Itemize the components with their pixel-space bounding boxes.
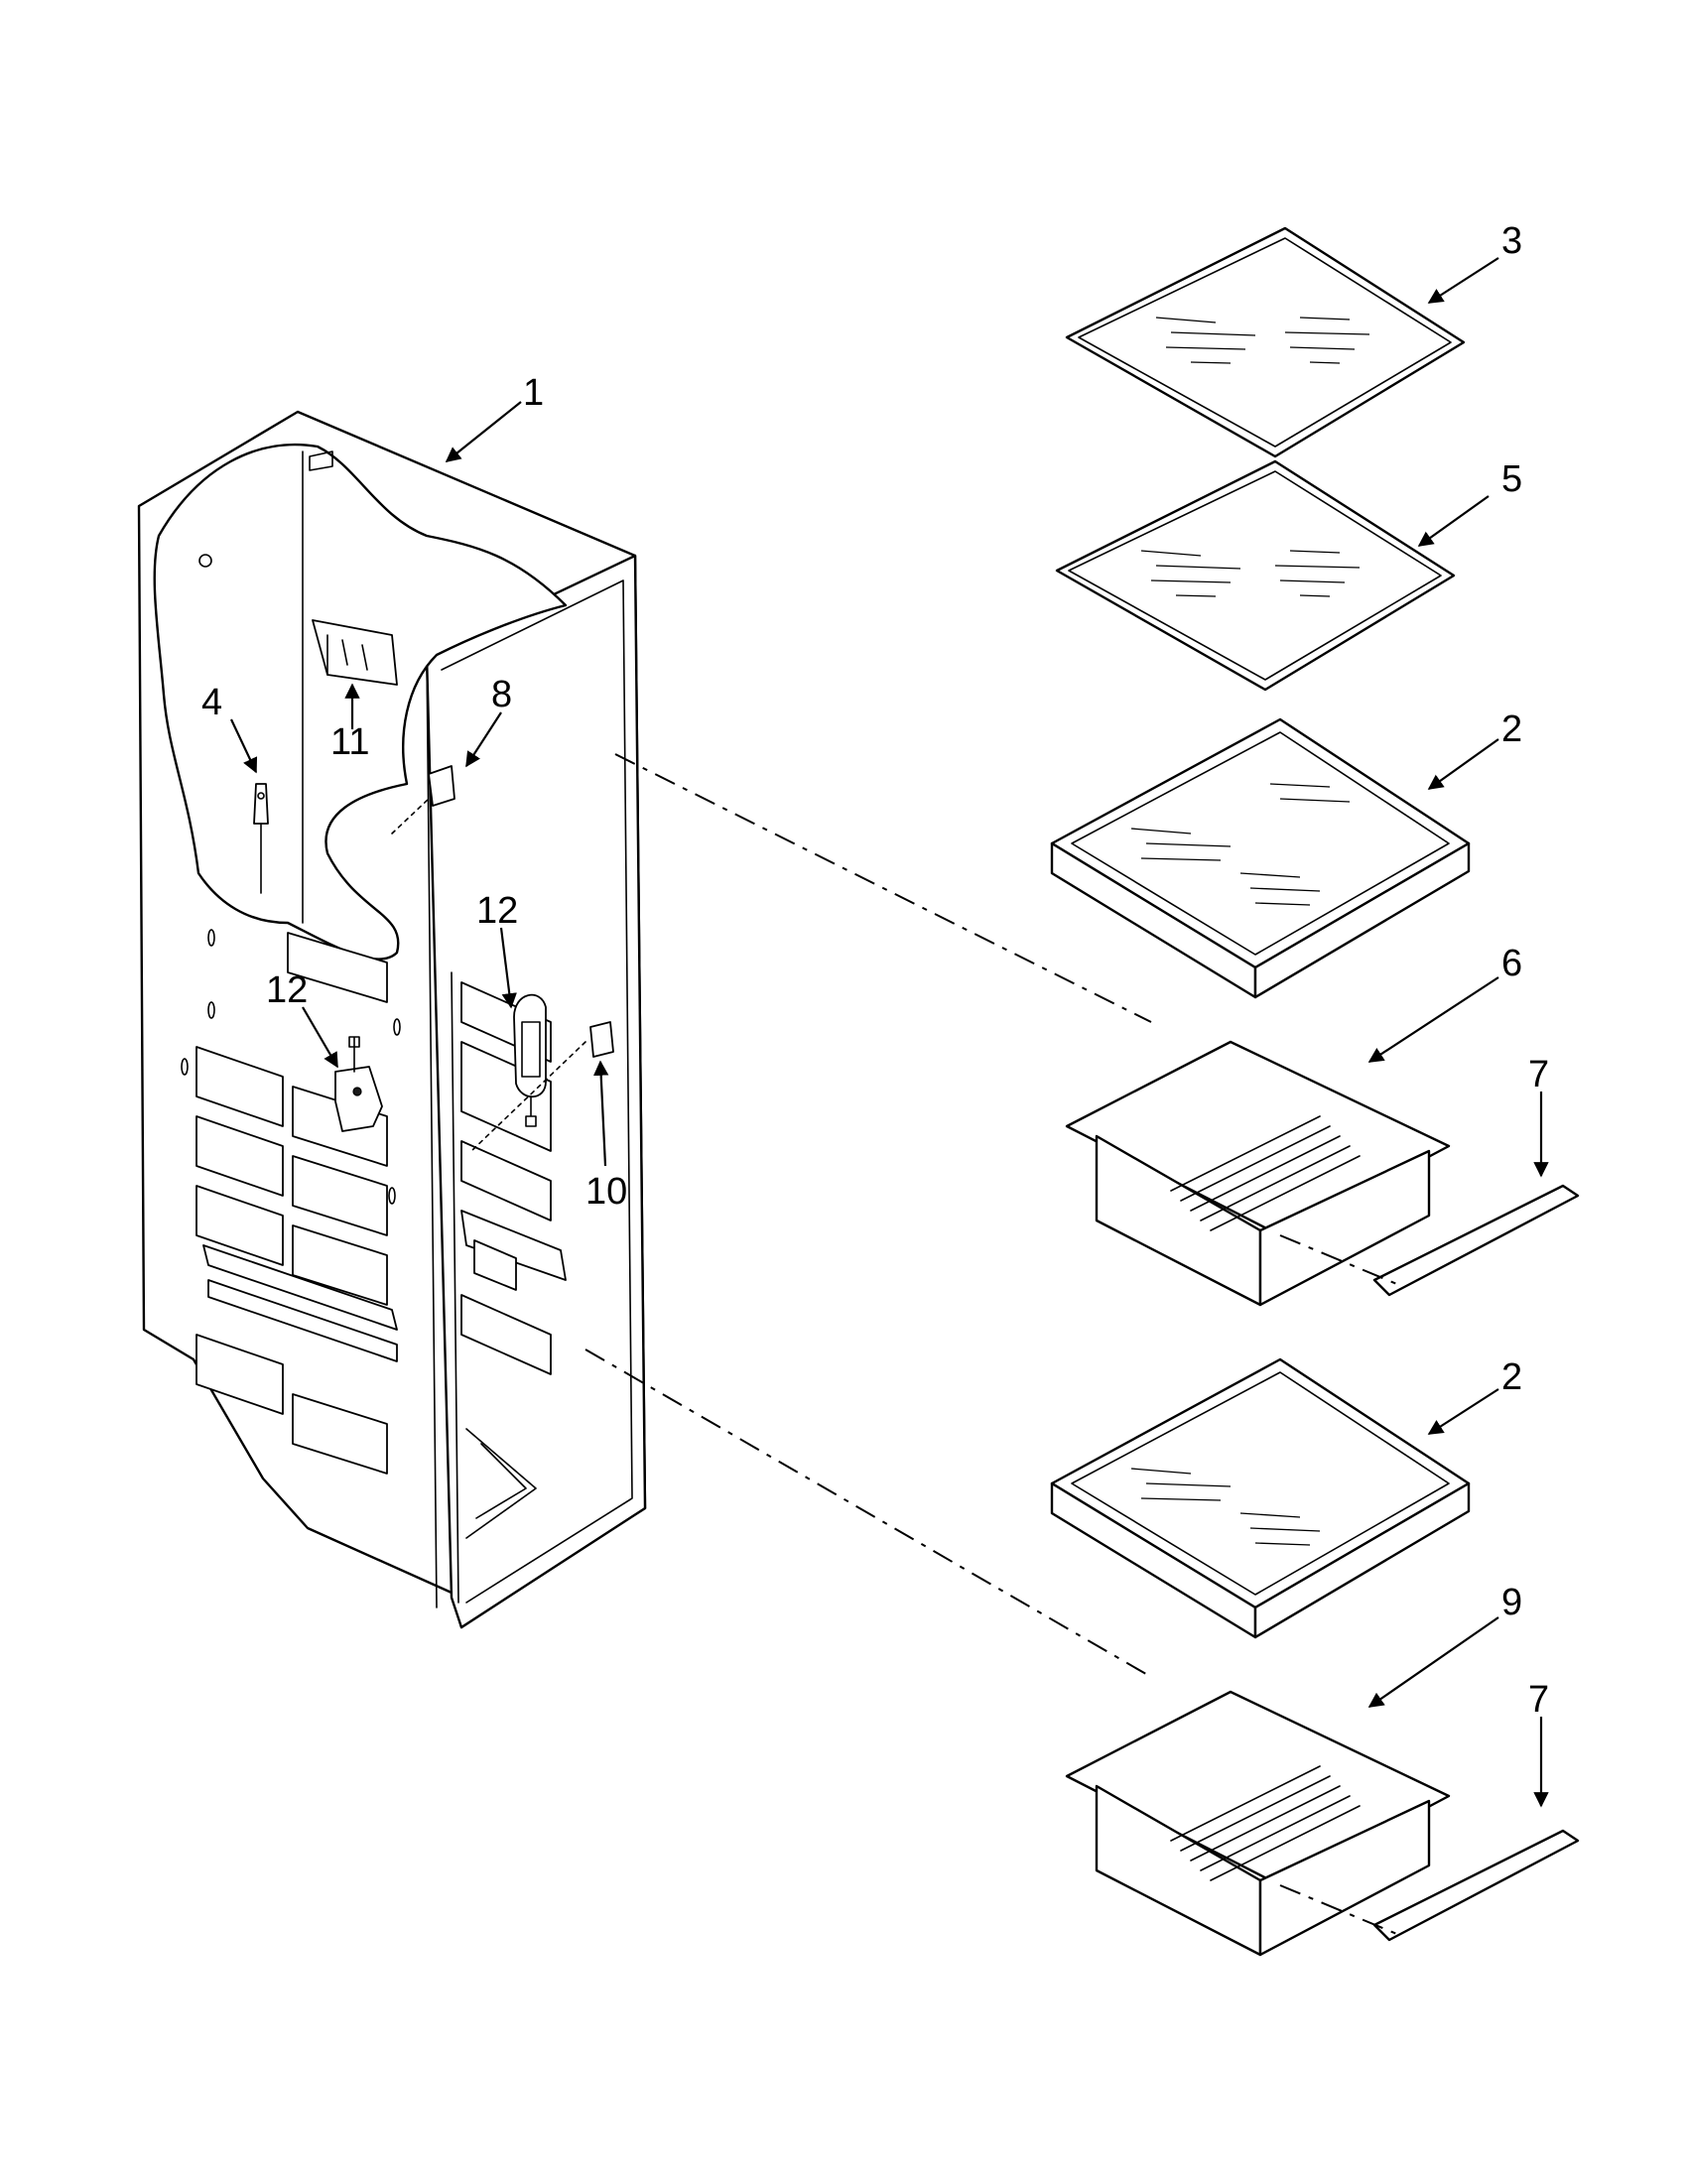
callout-1: 1 [523,372,544,414]
switch-part-8 [391,765,455,835]
callout-12-left: 12 [266,969,308,1011]
fridge-liner [137,410,647,1629]
control-housing-part-11 [312,619,398,686]
shelf-part-2-lower [1050,1357,1471,1639]
light-housing-part-12-right [513,993,547,1127]
crisper-part-6 [1065,1040,1451,1307]
callout-7-lower: 7 [1528,1679,1549,1721]
cover-strip-part-7-lower [1372,1829,1580,1942]
callout-2-lower: 2 [1501,1356,1522,1398]
shelf-part-5 [1055,459,1456,692]
drain-tube-part-4 [253,783,269,894]
assembly-lines [584,753,1400,1936]
callout-leaders [230,257,1549,1808]
callout-11: 11 [330,721,369,763]
switch-part-10 [470,1021,614,1152]
callout-numbers: 1 2 2 3 4 5 6 7 7 8 9 10 11 12 12 [201,220,1549,1721]
callout-8: 8 [491,674,512,715]
callout-10: 10 [585,1171,627,1213]
shelf-part-3 [1065,226,1466,458]
callout-4: 4 [201,682,222,723]
liner-holes [181,554,401,1205]
callout-7-upper: 7 [1528,1054,1549,1095]
shelf-part-2-upper [1050,717,1471,999]
cover-strip-part-7-upper [1372,1184,1580,1297]
callout-6: 6 [1501,943,1522,984]
light-socket-part-12-left [334,1036,383,1132]
callout-9: 9 [1501,1582,1522,1623]
callout-12-right: 12 [476,890,518,932]
callout-2-upper: 2 [1501,708,1522,750]
callout-3: 3 [1501,220,1522,262]
callout-5: 5 [1501,458,1522,500]
crisper-part-9 [1065,1690,1451,1957]
